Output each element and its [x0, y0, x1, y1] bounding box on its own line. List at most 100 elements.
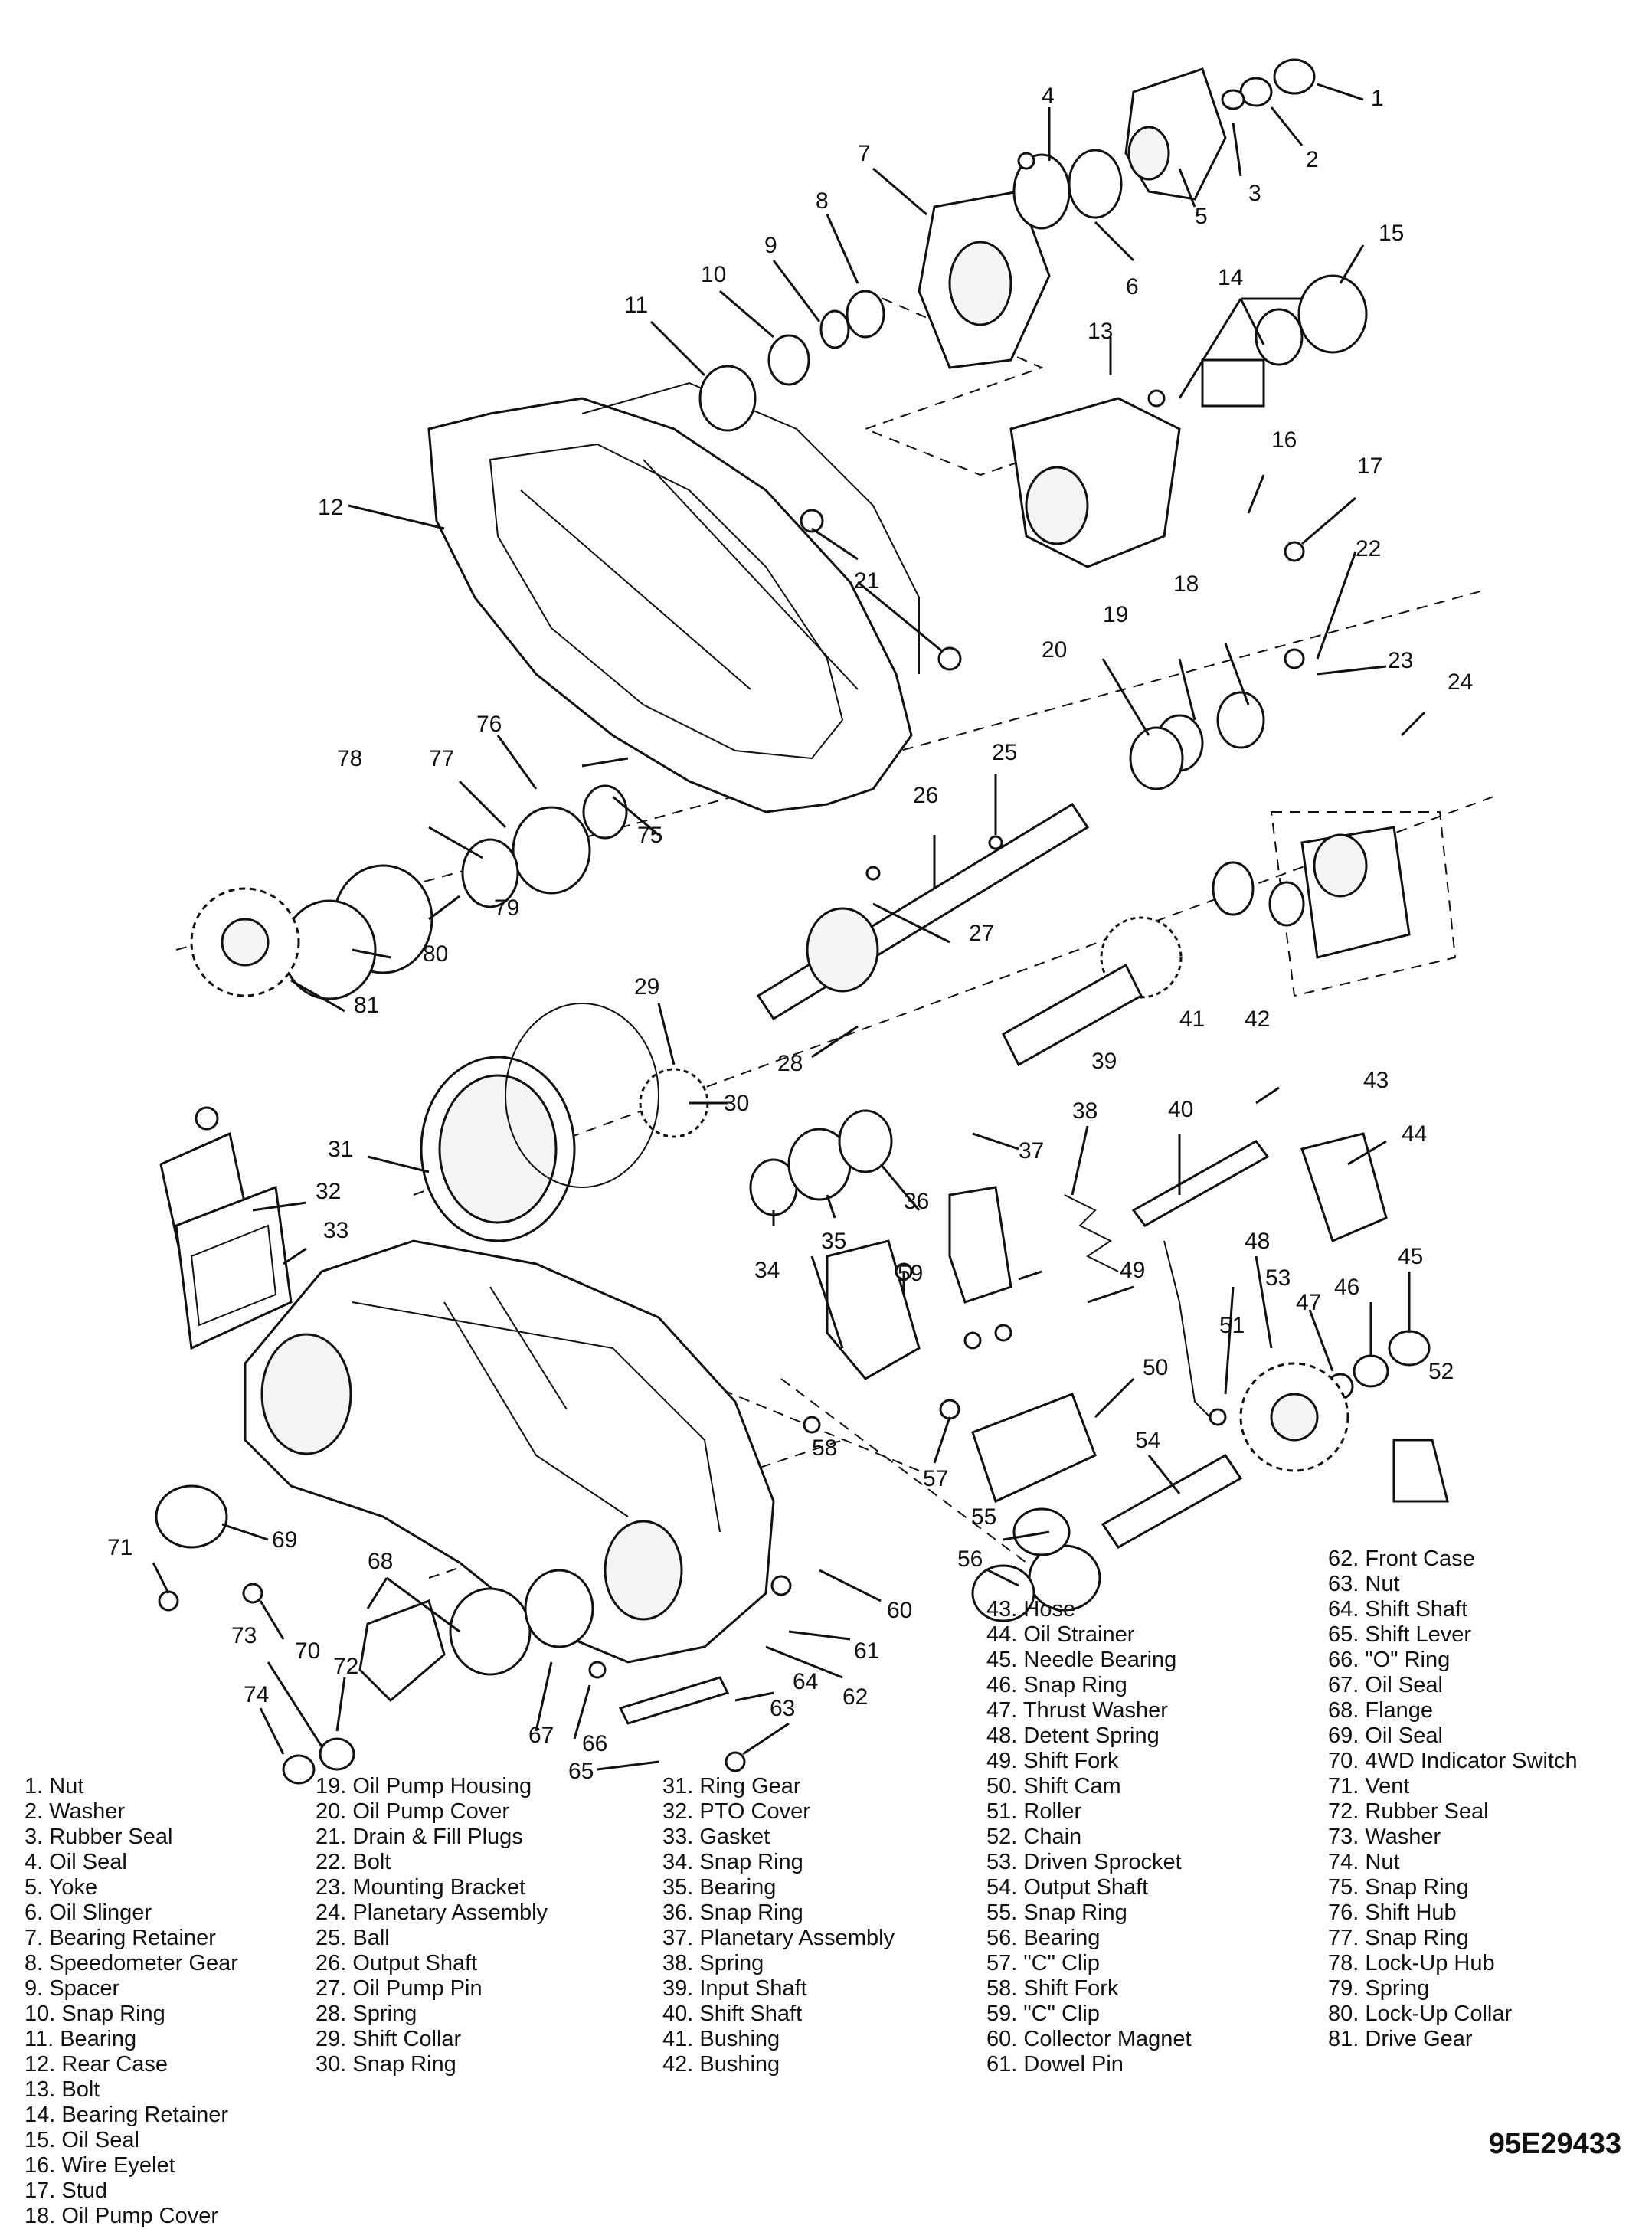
gears-and-sprockets — [190, 887, 1349, 1472]
legend-entry: 81. Drive Gear — [1328, 2027, 1473, 2051]
shift-components — [826, 826, 1449, 1504]
callout-32: 32 — [316, 1179, 341, 1204]
legend-entry: 54. Output Shaft — [986, 1875, 1149, 1900]
legend-entry: 5. Yoke — [25, 1875, 98, 1900]
legend-entry: 52. Chain — [986, 1825, 1082, 1849]
callout-51: 51 — [1219, 1313, 1245, 1338]
legend-entry: 11. Bearing — [25, 2027, 137, 2051]
callout-64: 64 — [793, 1669, 818, 1694]
callout-44: 44 — [1402, 1121, 1427, 1147]
legend-entry: 25. Ball — [316, 1926, 390, 1950]
callout-78: 78 — [337, 746, 362, 771]
legend-entry: 23. Mounting Bracket — [316, 1875, 526, 1900]
legend-entry: 37. Planetary Assembly — [662, 1926, 895, 1950]
callout-49: 49 — [1120, 1258, 1145, 1283]
legend-entry: 80. Lock-Up Collar — [1328, 2002, 1513, 2026]
callout-7: 7 — [858, 141, 871, 166]
legend-entry: 3. Rubber Seal — [25, 1825, 173, 1849]
callout-22: 22 — [1356, 536, 1381, 561]
legend-entry: 42. Bushing — [662, 2052, 780, 2077]
legend-entry: 35. Bearing — [662, 1875, 777, 1900]
callout-81: 81 — [354, 993, 379, 1018]
legend-entry: 14. Bearing Retainer — [25, 2103, 228, 2127]
callout-13: 13 — [1088, 319, 1113, 344]
front-case — [244, 1239, 775, 1664]
callout-52: 52 — [1428, 1359, 1454, 1384]
legend-entry: 33. Gasket — [662, 1825, 770, 1849]
callout-67: 67 — [528, 1723, 554, 1748]
callout-66: 66 — [582, 1731, 607, 1756]
legend-entry: 44. Oil Strainer — [986, 1622, 1135, 1647]
callout-11: 11 — [624, 293, 648, 318]
legend-entry: 59. "C" Clip — [986, 2002, 1100, 2026]
callout-54: 54 — [1135, 1428, 1160, 1453]
callout-18: 18 — [1173, 571, 1199, 597]
callout-31: 31 — [328, 1137, 353, 1162]
legend-entry: 41. Bushing — [662, 2027, 780, 2051]
callout-46: 46 — [1334, 1275, 1359, 1300]
legend-entry: 66. "O" Ring — [1328, 1648, 1451, 1672]
callout-29: 29 — [634, 974, 659, 1000]
legend-entry: 21. Drain & Fill Plugs — [316, 1825, 523, 1849]
yoke-and-retainers — [918, 67, 1227, 568]
callout-48: 48 — [1245, 1229, 1270, 1254]
drawing-id: 95E29433 — [1488, 2128, 1621, 2160]
legend-entry: 28. Spring — [316, 2002, 417, 2026]
callout-70: 70 — [295, 1638, 320, 1664]
callout-14: 14 — [1218, 265, 1243, 290]
legend-entry: 60. Collector Magnet — [986, 2027, 1192, 2051]
legend-entry: 34. Snap Ring — [662, 1850, 803, 1874]
legend-entry: 29. Shift Collar — [316, 2027, 462, 2051]
legend-entry: 26. Output Shaft — [316, 1951, 478, 1975]
callout-37: 37 — [1019, 1138, 1044, 1164]
callout-24: 24 — [1448, 669, 1473, 695]
legend-entry: 10. Snap Ring — [25, 2002, 165, 2026]
callout-38: 38 — [1072, 1098, 1098, 1124]
callout-8: 8 — [816, 188, 829, 214]
callout-26: 26 — [913, 783, 938, 808]
callout-74: 74 — [244, 1682, 269, 1707]
callout-28: 28 — [777, 1051, 803, 1076]
legend-entry: 8. Speedometer Gear — [25, 1951, 238, 1975]
callout-63: 63 — [770, 1696, 795, 1721]
legend-entry: 72. Rubber Seal — [1328, 1799, 1489, 1824]
callout-23: 23 — [1388, 648, 1413, 673]
pto-cover — [159, 1131, 293, 1350]
rear-case — [427, 381, 920, 813]
callout-69: 69 — [272, 1527, 297, 1553]
legend-entry: 31. Ring Gear — [662, 1774, 801, 1799]
callout-61: 61 — [854, 1638, 879, 1664]
legend-entry: 38. Spring — [662, 1951, 764, 1975]
legend-entry: 43. Hose — [986, 1597, 1076, 1622]
legend-entry: 61. Dowel Pin — [986, 2052, 1124, 2077]
legend-entry: 57. "C" Clip — [986, 1951, 1100, 1975]
callout-9: 9 — [764, 233, 777, 258]
legend-entry: 6. Oil Slinger — [25, 1900, 152, 1925]
callout-12: 12 — [318, 495, 343, 520]
callout-57: 57 — [923, 1466, 948, 1491]
legend-entry: 9. Spacer — [25, 1976, 120, 2001]
callout-34: 34 — [754, 1258, 780, 1283]
legend-entry: 18. Oil Pump Cover — [25, 2204, 219, 2228]
callout-60: 60 — [887, 1598, 912, 1623]
legend-entry: 74. Nut — [1328, 1850, 1400, 1874]
callout-80: 80 — [423, 941, 448, 967]
legend-entry: 53. Driven Sprocket — [986, 1850, 1182, 1874]
legend-entry: 58. Shift Fork — [986, 1976, 1119, 2001]
legend-entry: 65. Shift Lever — [1328, 1622, 1471, 1647]
legend-entry: 67. Oil Seal — [1328, 1673, 1443, 1697]
callout-72: 72 — [333, 1654, 358, 1679]
callout-68: 68 — [368, 1549, 393, 1574]
callout-42: 42 — [1245, 1006, 1270, 1032]
callout-2: 2 — [1306, 147, 1319, 172]
callout-76: 76 — [476, 712, 502, 737]
callout-45: 45 — [1398, 1244, 1423, 1269]
legend-entry: 15. Oil Seal — [25, 2128, 139, 2152]
legend-entry: 77. Snap Ring — [1328, 1926, 1469, 1950]
legend-entry: 16. Wire Eyelet — [25, 2153, 175, 2178]
legend-entry: 30. Snap Ring — [316, 2052, 456, 2077]
legend-entry: 47. Thrust Washer — [986, 1698, 1168, 1723]
